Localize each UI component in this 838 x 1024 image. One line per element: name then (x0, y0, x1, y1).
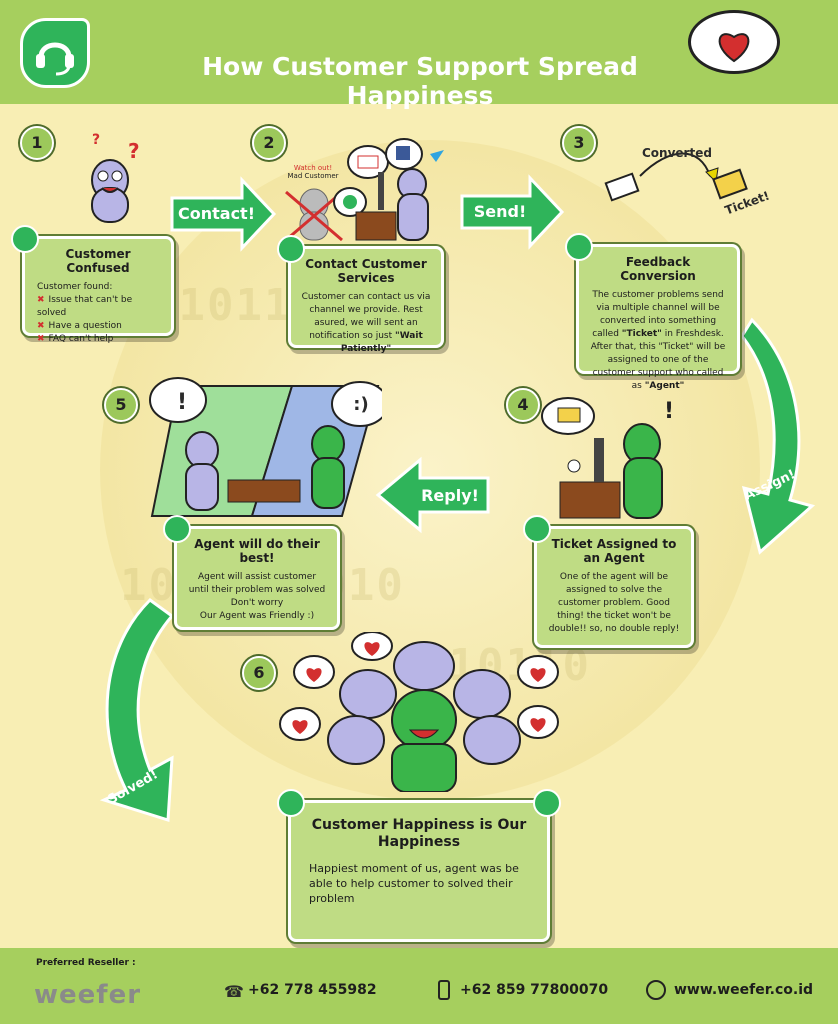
step-number-2: 2 (252, 126, 286, 160)
step-number-3: 3 (562, 126, 596, 160)
phone-icon: ☎ (224, 982, 244, 1001)
step-card-6: Customer Happiness is Our Happiness Happ… (277, 789, 561, 942)
step-card-5: Agent will do their best! Agent will ass… (163, 515, 340, 630)
step-2-bold: "Wait Patiently" (340, 331, 423, 354)
converted-label: Converted (642, 146, 712, 160)
headset-icon (20, 18, 90, 88)
step-5-line: Our Agent was Friendly :) (199, 611, 315, 621)
step-3-text: The customer problems send via multiple … (592, 290, 724, 339)
step-body-5: Agent will assist customer until their p… (187, 571, 327, 623)
step-3-text-end: in Freshdesk. (661, 329, 724, 339)
step-title-5: Agent will do their best! (194, 537, 320, 565)
step-title-2: Contact Customer Services (305, 257, 427, 285)
headset-icon (11, 225, 39, 253)
headset-icon (277, 235, 305, 263)
headset-icon (163, 515, 191, 543)
arrow-label-send: Send! (473, 202, 527, 221)
phone-number-2[interactable]: +62 859 77800070 (460, 982, 609, 998)
step-card-4: Ticket Assigned to an Agent One of the a… (523, 515, 694, 648)
arrow-label-contact: Contact! (178, 204, 255, 223)
step-5-line: Agent will assist customer until their p… (188, 572, 326, 595)
x-icon: ✖ (37, 334, 45, 344)
headset-icon (277, 789, 305, 817)
conversion-illustration (604, 152, 748, 202)
arrow-label-reply: Reply! (421, 486, 479, 505)
ticket-assigned-illustration: ! (541, 397, 674, 519)
step-3-text-2: After that, this "Ticket" will be assign… (590, 342, 726, 391)
x-icon: ✖ (37, 295, 45, 305)
step-number-1: 1 (20, 126, 54, 160)
step-body-4: One of the agent will be assigned to sol… (548, 572, 680, 634)
header-bar: How Customer Support Spread Happiness (0, 0, 838, 110)
globe-icon (646, 980, 666, 1000)
x-icon: ✖ (37, 321, 45, 331)
brand-logo: weefer (34, 980, 142, 1010)
step-3-bold-2: "Agent" (644, 381, 685, 391)
svg-text:?: ? (92, 132, 100, 148)
step-body-3: The customer problems send via multiple … (589, 289, 727, 393)
headset-icon (523, 515, 551, 543)
svg-text:?: ? (128, 139, 140, 163)
step-number-6: 6 (242, 656, 276, 690)
step-5-line: Don't worry (230, 598, 284, 608)
step-card-2: Contact Customer Services Customer can c… (277, 235, 444, 354)
step-1-item: Issue that can't be solved (37, 295, 133, 318)
step-number-5: 5 (104, 388, 138, 422)
step-title-6: Customer Happiness is Our Happiness (311, 817, 527, 850)
step-2-text: Customer can contact us via channel we p… (301, 292, 431, 341)
step-number-4: 4 (506, 388, 540, 422)
step-card-1: Customer Confused Customer found: ✖Issue… (11, 225, 174, 344)
heart-bubble (688, 10, 780, 74)
step-title-3: Feedback Conversion (620, 255, 696, 283)
phone-number-1[interactable]: +62 778 455982 (248, 982, 377, 998)
contact-services-illustration (285, 138, 444, 242)
step-body-6: Happiest moment of us, agent was be able… (309, 862, 519, 905)
svg-text:!: ! (664, 399, 674, 424)
headset-icon (533, 789, 561, 817)
mobile-icon (438, 980, 450, 1000)
exclaim-bubble: ! (176, 390, 188, 415)
warning-subtext: Mad Customer (287, 172, 339, 180)
step-3-bold: "Ticket" (621, 329, 662, 339)
reseller-label: Preferred Reseller : (36, 958, 136, 968)
step-title-1: Customer Confused (65, 247, 131, 275)
agent-best-illustration (149, 377, 382, 517)
step-1-item: FAQ can't help (48, 334, 114, 344)
website-link[interactable]: www.weefer.co.id (674, 982, 814, 998)
confused-customer-illustration: ? ? (91, 132, 140, 223)
smile-bubble: :) (353, 394, 369, 415)
step-title-4: Ticket Assigned to an Agent (551, 537, 677, 565)
warning-text: Watch out! (293, 164, 333, 172)
mad-customer-warning: Watch out! Mad Customer (278, 164, 348, 180)
step-1-item: Have a question (48, 321, 122, 331)
page-title: How Customer Support Spread Happiness (202, 52, 638, 110)
headset-icon (565, 233, 593, 261)
footer-bar: Preferred Reseller : weefer ☎ +62 778 45… (0, 948, 838, 1024)
step-1-intro: Customer found: (37, 282, 113, 292)
happy-group-illustration (279, 632, 559, 792)
step-card-3: Feedback Conversion The customer problem… (565, 233, 740, 391)
step-body-2: Customer can contact us via channel we p… (301, 291, 431, 356)
